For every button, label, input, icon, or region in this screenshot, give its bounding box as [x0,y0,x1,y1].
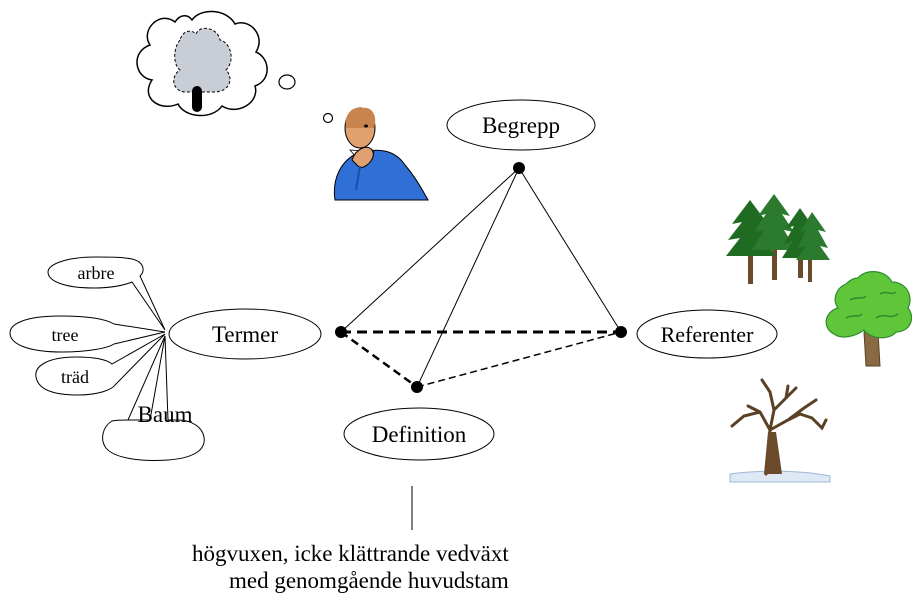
node-referents: Referenter [636,309,778,359]
node-referents-label: Referenter [661,322,754,347]
vertex-referents [615,326,627,338]
vertex-terms [335,326,347,338]
vertex-definition [411,381,423,393]
term-bubble-baum-label: Baum [138,402,193,427]
term-bubble-tree: tree [9,315,166,353]
term-bubble-arbre-label: arbre [78,263,115,283]
term-bubble-baum: Baum [102,335,205,461]
oak-tree-icon [825,271,912,367]
semiotic-triangle-lines [340,167,622,530]
pine-trees-icon [726,194,830,284]
definition-line-2: med genomgående huvudstam [229,568,509,593]
tree-thought-bubble-icon [136,10,334,124]
node-definition: Definition [343,407,495,461]
node-concept: Begrepp [446,99,596,151]
term-bubbles: arbre tree träd Baum [9,256,205,461]
node-terms: Termer [168,308,322,360]
vertex-concept [513,162,525,174]
term-bubble-arbre: arbre [47,256,166,331]
node-concept-label: Begrepp [482,113,560,138]
bare-tree-icon [729,378,831,483]
thinking-man-icon [333,107,429,201]
term-bubble-trad-label: träd [61,367,89,387]
term-bubble-tree-label: tree [52,325,79,345]
definition-line-1: högvuxen, icke klättrande vedväxt [192,541,509,566]
triangle-vertices [335,162,627,393]
node-terms-label: Termer [212,322,278,347]
node-definition-label: Definition [372,422,467,447]
term-bubble-trad: träd [35,333,166,396]
